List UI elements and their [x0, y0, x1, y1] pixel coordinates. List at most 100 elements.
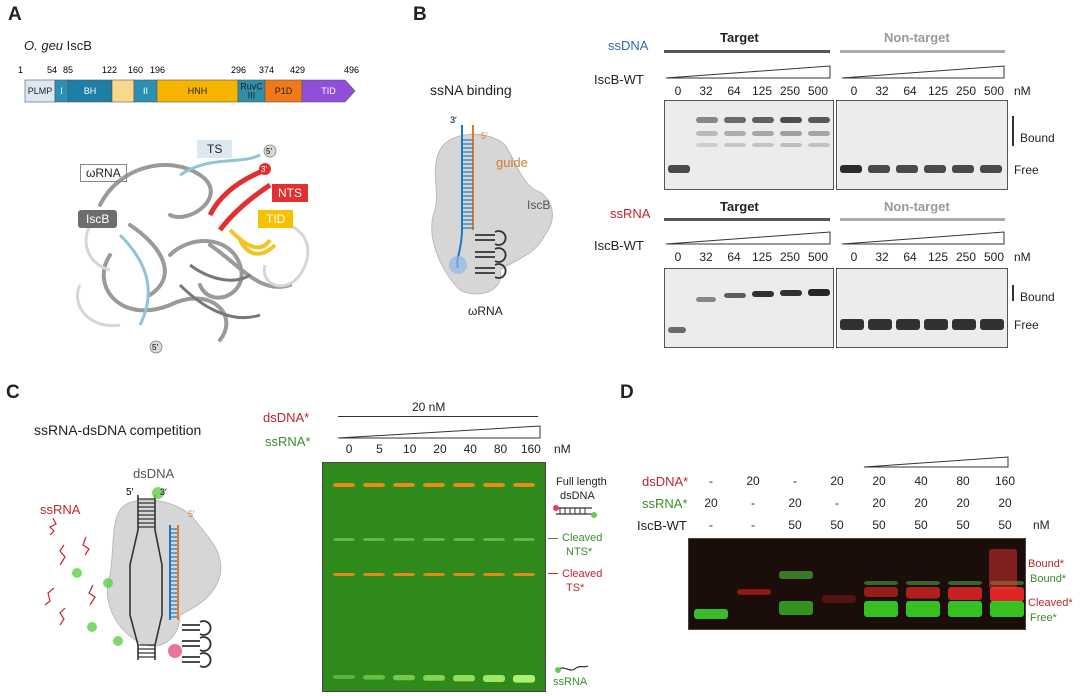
gel-band	[924, 165, 946, 173]
conc-value: 20	[746, 474, 760, 488]
gel-band	[453, 538, 475, 541]
d-iscb-label: IscB-WT	[637, 518, 687, 533]
target-bar	[664, 218, 830, 221]
free-label: Free	[1014, 163, 1039, 177]
gel-band	[724, 143, 746, 147]
bound-green-label: Bound*	[1030, 573, 1067, 585]
fixed-conc-line	[338, 416, 538, 417]
gel-band	[423, 573, 445, 576]
nontarget-bar	[840, 218, 1005, 221]
gel-band	[989, 549, 1017, 589]
competition-title: ssRNA-dsDNA competition	[34, 422, 202, 438]
unit-label: nM	[1014, 84, 1031, 98]
position-label: 296	[231, 65, 246, 75]
gel-band	[696, 131, 718, 136]
conc-value: 40	[914, 474, 928, 488]
conc-value: 500	[983, 250, 1005, 264]
gel-band	[840, 165, 862, 173]
gel-band	[808, 131, 830, 136]
conc-value: 500	[983, 84, 1005, 98]
gel-band	[952, 319, 976, 330]
gel-ssrna-nontarget	[836, 268, 1008, 348]
gel-band	[513, 573, 535, 576]
free-label: Free	[1014, 318, 1039, 332]
gel-band	[906, 581, 940, 585]
gel-band	[780, 117, 802, 123]
panel-letter-d: D	[620, 382, 634, 403]
conc-value: -	[751, 496, 755, 510]
conc-value: 500	[807, 84, 829, 98]
conc-value: -	[793, 474, 797, 488]
gel-band	[393, 538, 415, 541]
panel-letter-b: B	[413, 4, 427, 25]
conc-value: 20	[998, 496, 1012, 510]
conc-value: 125	[751, 84, 773, 98]
gel-band	[513, 538, 535, 541]
d-ssrna-label: ssRNA*	[642, 496, 688, 511]
gel-band	[696, 143, 718, 147]
panel-letter-a: A	[8, 4, 22, 25]
gel-band	[896, 319, 920, 330]
gel-band	[724, 117, 746, 123]
bound-red-label: Bound*	[1028, 558, 1065, 570]
nontarget-header: Non-target	[884, 30, 950, 45]
position-label: 429	[290, 65, 305, 75]
conc-value: 64	[903, 84, 917, 98]
gel-band	[779, 601, 813, 615]
gel-band	[483, 483, 505, 487]
bound-label: Bound	[1020, 290, 1055, 304]
gel-band	[780, 143, 802, 147]
domain-label: III	[248, 91, 256, 101]
position-label: 1	[18, 65, 23, 75]
domain-label: P1D	[275, 86, 293, 96]
conc-value: 0	[674, 84, 682, 98]
conc-value: 50	[872, 518, 886, 532]
gel-band	[363, 573, 385, 576]
cleaved-ts-label: Cleaved	[562, 568, 603, 580]
gel-band	[924, 319, 948, 330]
gel-band	[808, 289, 830, 296]
target-header: Target	[720, 199, 759, 214]
conc-value: 500	[807, 250, 829, 264]
conc-value: 20	[872, 474, 886, 488]
domain-label: PLMP	[28, 86, 53, 96]
gel-band	[696, 117, 718, 123]
nontarget-bar	[840, 50, 1005, 53]
d-dsdna-label: dsDNA*	[642, 474, 689, 489]
gel-band	[868, 165, 890, 173]
gel-band	[948, 587, 982, 600]
gel-band	[423, 675, 445, 681]
conc-value: 32	[699, 250, 713, 264]
domain-label: BH	[84, 86, 97, 96]
gel-band	[864, 581, 898, 585]
gel-band	[724, 131, 746, 136]
conc-value: 250	[779, 250, 801, 264]
ssrna-cartoon-label: ssRNA	[40, 502, 81, 517]
nontarget-header: Non-target	[884, 199, 950, 214]
unit-label: nM	[554, 442, 571, 456]
conc-value: 20	[433, 442, 447, 456]
unit-label: nM	[1014, 250, 1031, 264]
gel-band	[363, 483, 385, 487]
conc-value: 125	[751, 250, 773, 264]
conc-value: 0	[850, 250, 858, 264]
five-prime-b: 5′	[481, 131, 488, 141]
gel-band	[393, 573, 415, 576]
gel-band	[864, 587, 898, 597]
gel-band	[668, 165, 690, 173]
cleaved-nts-label2: NTS*	[566, 546, 593, 558]
conc-value: 64	[727, 84, 741, 98]
competition-cartoon: 5′ 3′ 5′	[44, 487, 222, 668]
conc-value: 250	[955, 250, 977, 264]
gel-band	[694, 609, 728, 619]
target-bar	[664, 50, 830, 53]
gel-band	[752, 131, 774, 136]
conc-value: 5	[376, 442, 383, 456]
domain-label: II	[143, 86, 148, 96]
gel-band	[780, 131, 802, 136]
conc-value: 0	[345, 442, 353, 456]
